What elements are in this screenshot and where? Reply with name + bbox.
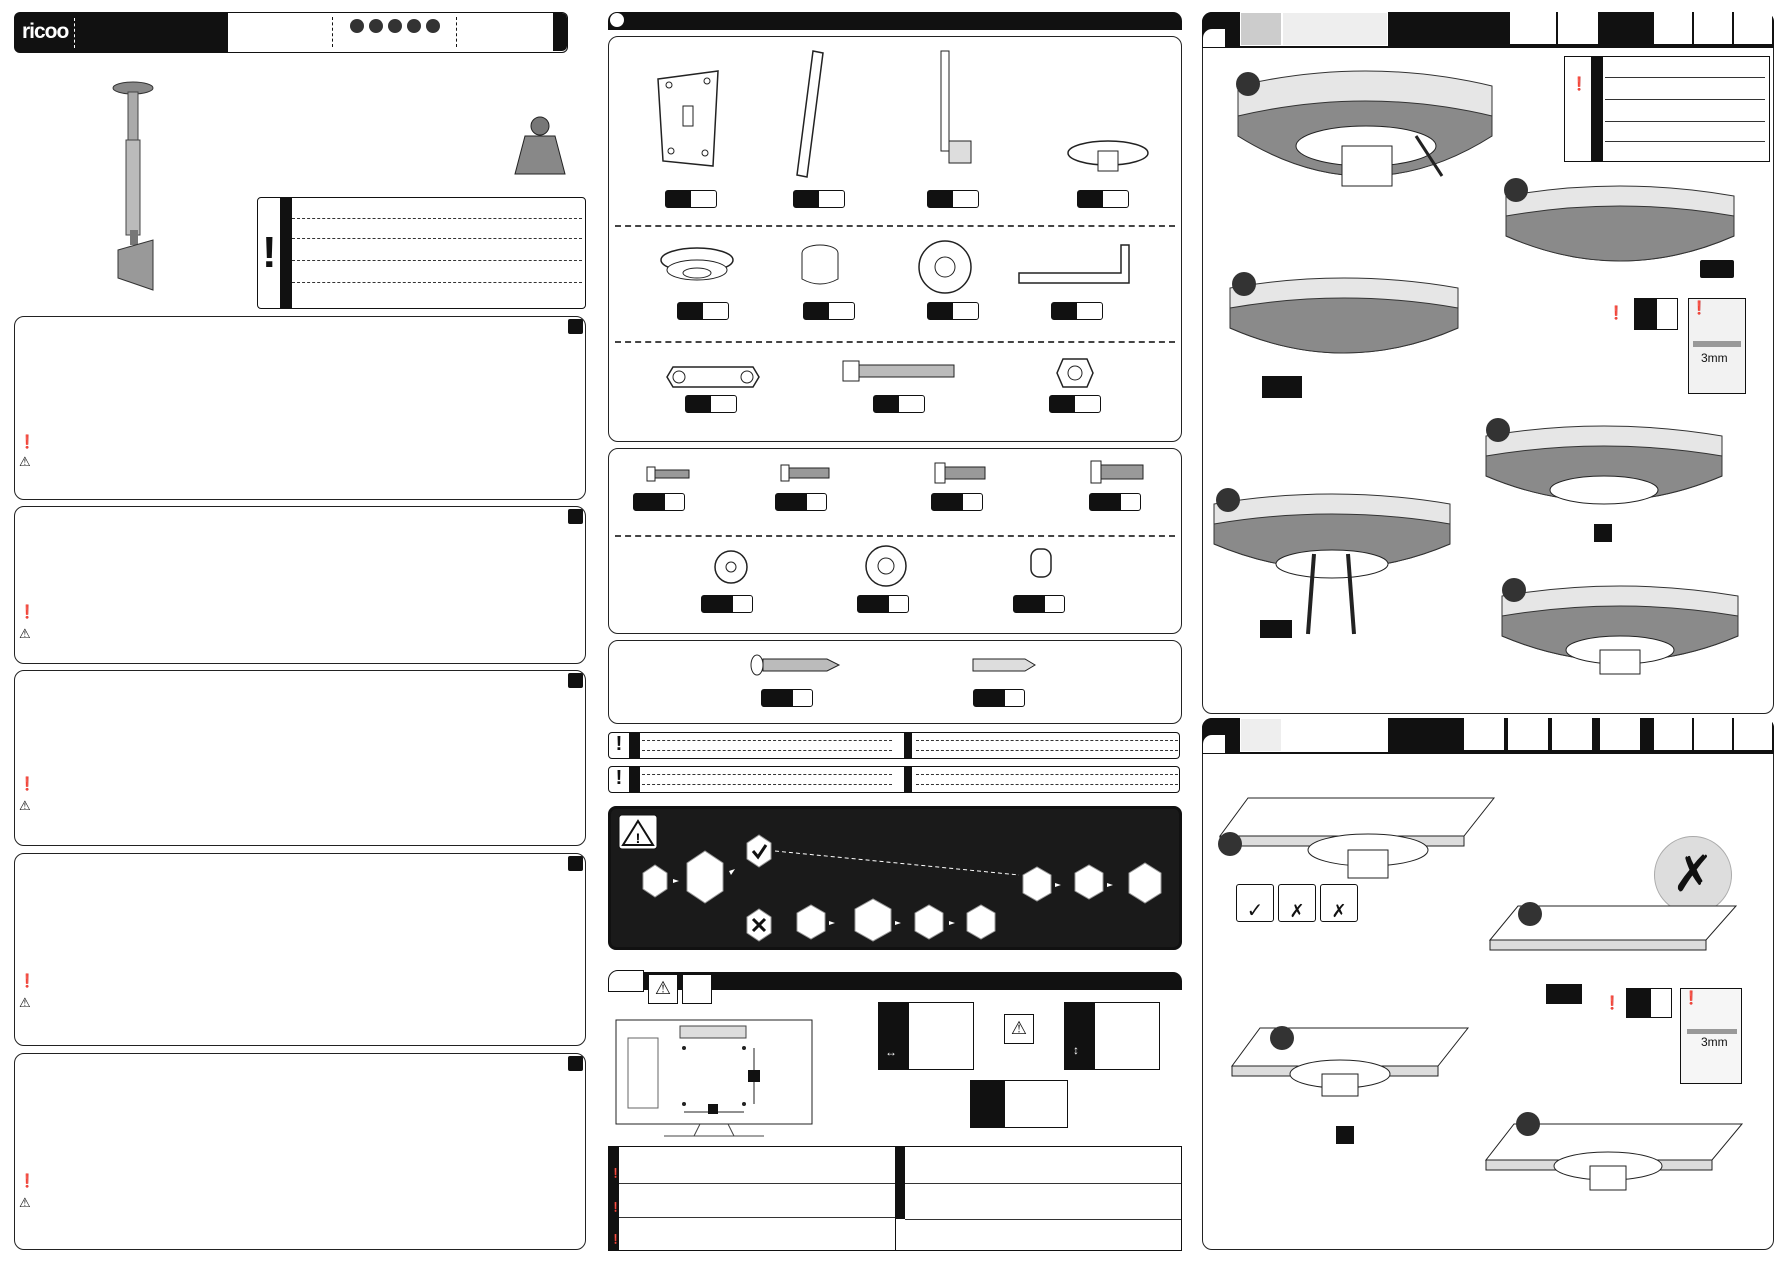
wood-drill-size: 3mm: [1701, 1035, 1728, 1049]
note-icon: ❗: [19, 1173, 36, 1188]
level-check-ok: ✓: [1236, 884, 1274, 922]
note-row-1: !: [608, 732, 1182, 760]
plug-note-box: ❗: [1564, 56, 1770, 162]
concrete-step-3: [1229, 272, 1459, 354]
extension-pole-part: [796, 50, 824, 178]
exclamation-icon: !: [262, 228, 277, 277]
screw-m8-part: [1090, 460, 1144, 484]
note-icon: ❗: [19, 776, 36, 791]
warning-icon: ⚠: [19, 798, 31, 813]
level-check-wrong-2: ✗: [1320, 884, 1358, 922]
hex-bolt-part: [842, 360, 955, 382]
text-section-5: ❗ ⚠: [14, 1053, 586, 1250]
concrete-drill-size: 3mm: [1701, 351, 1728, 365]
spacer-part: [1030, 548, 1052, 578]
concrete-step-2: [1504, 178, 1735, 262]
svg-text:!: !: [636, 830, 641, 846]
spanner-part: [666, 366, 760, 388]
text-section-3: ❗ ⚠: [14, 670, 586, 846]
wood-drill-detail: ❗ 3mm: [1680, 988, 1742, 1084]
note-icon: ❗: [1683, 990, 1700, 1005]
warning-icon: ⚠: [19, 454, 31, 469]
no-plug-icon: ✗: [1654, 836, 1732, 914]
concrete-step-1: [1236, 70, 1493, 187]
screws-panel: [608, 448, 1182, 634]
parts-header-icon: [610, 13, 624, 27]
note-icon: ❗: [19, 434, 36, 449]
tv-measure-diagram: [615, 1019, 813, 1137]
parts-panel: [608, 36, 1182, 442]
warning-icon: ⚠: [1004, 1014, 1034, 1044]
ceiling-flange-part: [1067, 140, 1149, 172]
wood-screw-part: [750, 654, 841, 676]
cover-cap-part: [660, 247, 734, 281]
concrete-step-6: [1501, 578, 1739, 675]
warning-icon: ⚠: [19, 1195, 31, 1210]
bottom-text-table: ❗ ❗ ❗: [608, 1146, 1182, 1251]
parts-header: [608, 12, 1182, 30]
wood-step-4: [1484, 1112, 1744, 1191]
product-mount-image: [112, 81, 154, 291]
note-icon: ❗: [19, 973, 36, 988]
note-icon: ❗: [1571, 76, 1588, 91]
wood-step-3: [1231, 1026, 1470, 1097]
note-row-2: !: [608, 766, 1182, 794]
allen-key-part: [1018, 244, 1130, 284]
screw-m4-part: [646, 466, 690, 482]
horizontal-spacing-box: ↔: [878, 1002, 974, 1070]
level-check-wrong-1: ✗: [1278, 884, 1316, 922]
warning-icon: ⚠: [19, 626, 31, 641]
note-icon: ❗: [1691, 300, 1708, 315]
wall-plug-part: [972, 658, 1036, 672]
lock-nut-part: [1056, 358, 1094, 388]
text-section-1: ❗ ⚠: [14, 316, 586, 500]
measure-header: [608, 972, 1182, 990]
washer-large-part: [918, 240, 972, 294]
safety-box: !: [257, 197, 586, 309]
warning-icon: ⚠: [19, 995, 31, 1010]
tools-icon: [682, 974, 712, 1004]
concrete-header: [1202, 12, 1774, 48]
tv-plate-part: [657, 70, 719, 167]
workflow-panel: !: [608, 806, 1182, 950]
text-section-4: ❗ ⚠: [14, 853, 586, 1046]
brand-logo: ricoo: [22, 20, 69, 43]
rating-dots: [350, 19, 445, 35]
tools-box: [970, 1080, 1068, 1128]
washer-small-part: [714, 550, 748, 584]
note-icon: ❗: [1604, 995, 1621, 1010]
washer-medium-part: [865, 545, 907, 587]
header-info-box: [228, 12, 568, 53]
pole-sleeve-part: [801, 244, 839, 285]
concrete-drill-detail: ❗ 3mm: [1688, 298, 1746, 394]
vertical-spacing-box: ↕: [1064, 1002, 1160, 1070]
note-icon: ❗: [19, 604, 36, 619]
vertical-arrow-icon: ↕: [1073, 1043, 1079, 1057]
wood-step-1: [1218, 797, 1496, 879]
text-section-2: ❗ ⚠: [14, 506, 586, 664]
weight-icon: [514, 116, 566, 175]
warning-icon: ⚠: [648, 974, 678, 1004]
screw-m5-part: [780, 464, 830, 482]
horizontal-arrow-icon: ↔: [885, 1045, 897, 1059]
wood-step-2: [1488, 902, 1738, 951]
screw-m6-part: [934, 462, 986, 484]
note-icon: ❗: [1608, 305, 1625, 320]
tilt-arm-part: [940, 50, 972, 164]
header-bar: ricoo: [14, 12, 228, 53]
concrete-step-5: [1213, 488, 1451, 635]
anchors-panel: [608, 640, 1182, 724]
wood-header: [1202, 718, 1774, 754]
concrete-step-4: [1485, 418, 1723, 505]
